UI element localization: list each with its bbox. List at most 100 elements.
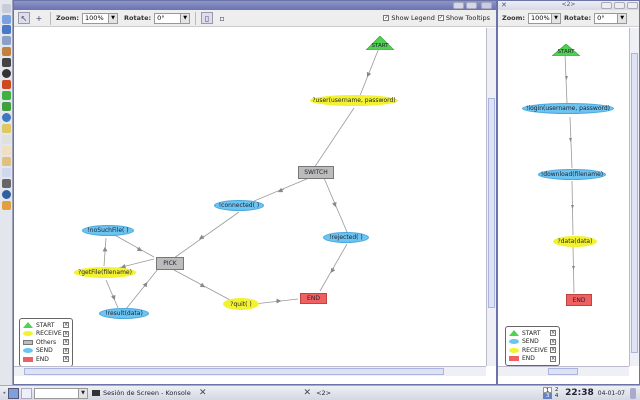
panel-icon-3[interactable] <box>2 25 11 34</box>
node-start[interactable]: START <box>366 36 394 50</box>
second-vertical-scrollbar[interactable] <box>629 28 639 366</box>
main-graph-canvas[interactable]: START ?user(username, password) SWITCH !… <box>14 28 486 367</box>
run-command-input[interactable]: ▼ <box>34 387 88 399</box>
panel-icon-18[interactable] <box>2 190 11 199</box>
konsole-icon <box>92 390 100 396</box>
main-vertical-scrollbar[interactable] <box>486 28 496 366</box>
scrollbar-thumb[interactable] <box>548 368 578 375</box>
panel-icon-11[interactable] <box>2 113 11 122</box>
panel-icon-6[interactable] <box>2 58 11 67</box>
task-konsole[interactable]: Sesión de Screen - Konsole <box>92 389 197 397</box>
panel-icon-13[interactable] <box>2 135 11 144</box>
panel-icon-1[interactable] <box>2 4 11 13</box>
panel-icon-17[interactable] <box>2 179 11 188</box>
panel-icon-10[interactable] <box>2 102 11 111</box>
show-tooltips-checkbox[interactable]: ✓ Show Tooltips <box>437 14 490 22</box>
panel-icon-15[interactable] <box>2 157 11 166</box>
panel-icon-19[interactable] <box>2 201 11 210</box>
legend-toggle-checkbox[interactable]: × <box>550 330 556 337</box>
legend-toggle-checkbox[interactable]: × <box>63 330 69 337</box>
legend-toggle-checkbox[interactable]: × <box>63 322 69 329</box>
second-titlebar[interactable]: ✕ <2> <box>498 1 639 10</box>
rotate-select[interactable]: 0° ▼ <box>594 12 628 24</box>
panel-icon-12[interactable] <box>2 124 11 133</box>
second-horizontal-scrollbar[interactable] <box>498 366 629 376</box>
panel-icon-2[interactable] <box>2 15 11 24</box>
zoom-fit-button[interactable]: ▫ <box>219 13 225 23</box>
second-graph-canvas[interactable]: START !login(username, password) !downlo… <box>498 28 629 366</box>
legend-toggle-checkbox[interactable]: × <box>550 347 556 354</box>
panel-icon-8[interactable] <box>2 80 11 89</box>
node-login[interactable]: !login(username, password) <box>522 103 614 114</box>
pointer-tool-button[interactable]: ↖ <box>18 12 30 24</box>
rotate-select[interactable]: 0° ▼ <box>154 12 191 24</box>
scrollbar-thumb[interactable] <box>24 368 444 375</box>
node-user[interactable]: ?user(username, password) <box>310 95 398 106</box>
node-pick[interactable]: PICK <box>156 257 184 270</box>
pager-desktop-2[interactable]: 2 <box>554 387 559 393</box>
others-rect-icon <box>23 339 33 345</box>
minimize-button[interactable] <box>601 2 612 9</box>
node-result[interactable]: !result(data) <box>99 308 149 319</box>
legend-toggle-checkbox[interactable]: × <box>63 347 69 354</box>
close-button[interactable] <box>627 2 638 9</box>
start-triangle-icon <box>552 44 580 56</box>
toolbar-separator <box>195 11 197 25</box>
node-connected[interactable]: !connected( ) <box>214 200 264 211</box>
node-rejected[interactable]: !rejected( ) <box>323 232 369 243</box>
minimize-button[interactable] <box>453 2 464 9</box>
pager-desktop-3[interactable]: 3 <box>543 393 553 399</box>
pager-desktop-1[interactable]: 1 <box>543 387 553 394</box>
close-button[interactable] <box>481 2 492 9</box>
panel-icon-5[interactable] <box>2 47 11 56</box>
node-end[interactable]: END <box>300 293 327 304</box>
zoom-select[interactable]: 100% ▼ <box>528 12 562 24</box>
panel-icon-7[interactable] <box>2 69 11 78</box>
legend-toggle-checkbox[interactable]: × <box>550 355 556 362</box>
show-legend-checkbox[interactable]: ✓ Show Legend <box>383 14 435 22</box>
node-quit[interactable]: ?quit( ) <box>223 298 259 310</box>
panel-icon-14[interactable] <box>2 146 11 155</box>
legend-row-start: START × <box>509 329 556 338</box>
legend-row-receive: RECEIVE × <box>23 330 69 339</box>
scrollbar-thumb[interactable] <box>488 98 495 308</box>
legend-toggle-checkbox[interactable]: × <box>63 356 69 363</box>
maximize-button[interactable] <box>614 2 625 9</box>
node-label: START <box>557 49 575 55</box>
graph-edges <box>564 53 575 294</box>
pan-tool-button[interactable]: + <box>35 13 43 23</box>
end-rect-icon <box>509 356 519 362</box>
maximize-button[interactable] <box>466 2 477 9</box>
second-graph-window: ✕ <2> Zoom: 100% ▼ Rotate: 0° ▼ <box>497 0 640 385</box>
node-switch[interactable]: SWITCH <box>298 166 334 179</box>
node-end[interactable]: END <box>566 294 592 306</box>
zoom-select[interactable]: 100% ▼ <box>82 12 119 24</box>
panel-icon-16[interactable] <box>2 168 11 177</box>
legend-toggle-checkbox[interactable]: × <box>63 339 69 346</box>
legend-toggle-checkbox[interactable]: × <box>550 338 556 345</box>
task-2-label[interactable]: <2> <box>316 389 332 397</box>
scrollbar-thumb[interactable] <box>631 53 638 353</box>
panel-icon-4[interactable] <box>2 36 11 45</box>
legend-label: SEND <box>36 347 53 355</box>
desktop-icon[interactable] <box>21 387 32 399</box>
node-start[interactable]: START <box>552 44 580 56</box>
node-download[interactable]: !download(filename) <box>538 169 606 180</box>
page-icon-button[interactable]: ▯ <box>201 12 214 24</box>
close-x-icon[interactable]: ✕ <box>501 1 507 9</box>
graph-edges <box>102 47 380 310</box>
node-nosuchfile[interactable]: !noSuchFile( ) <box>82 225 134 236</box>
node-getfile[interactable]: ?getFile(filename) <box>74 267 136 278</box>
tray-icon[interactable] <box>630 387 636 399</box>
main-titlebar[interactable] <box>14 1 496 10</box>
panel-icon-9[interactable] <box>2 91 11 100</box>
kmenu-icon[interactable] <box>8 387 19 399</box>
main-horizontal-scrollbar[interactable] <box>14 366 486 376</box>
legend-label: START <box>522 329 541 337</box>
panel-hide-arrow-icon[interactable]: ◂ <box>2 390 6 396</box>
pager-desktop-4[interactable]: 4 <box>554 393 559 399</box>
rotate-value: 0° <box>597 14 605 22</box>
legend-row-end: END × <box>23 355 69 364</box>
node-data[interactable]: ?data(data) <box>553 236 597 247</box>
clock-time[interactable]: 22:38 <box>565 388 594 398</box>
